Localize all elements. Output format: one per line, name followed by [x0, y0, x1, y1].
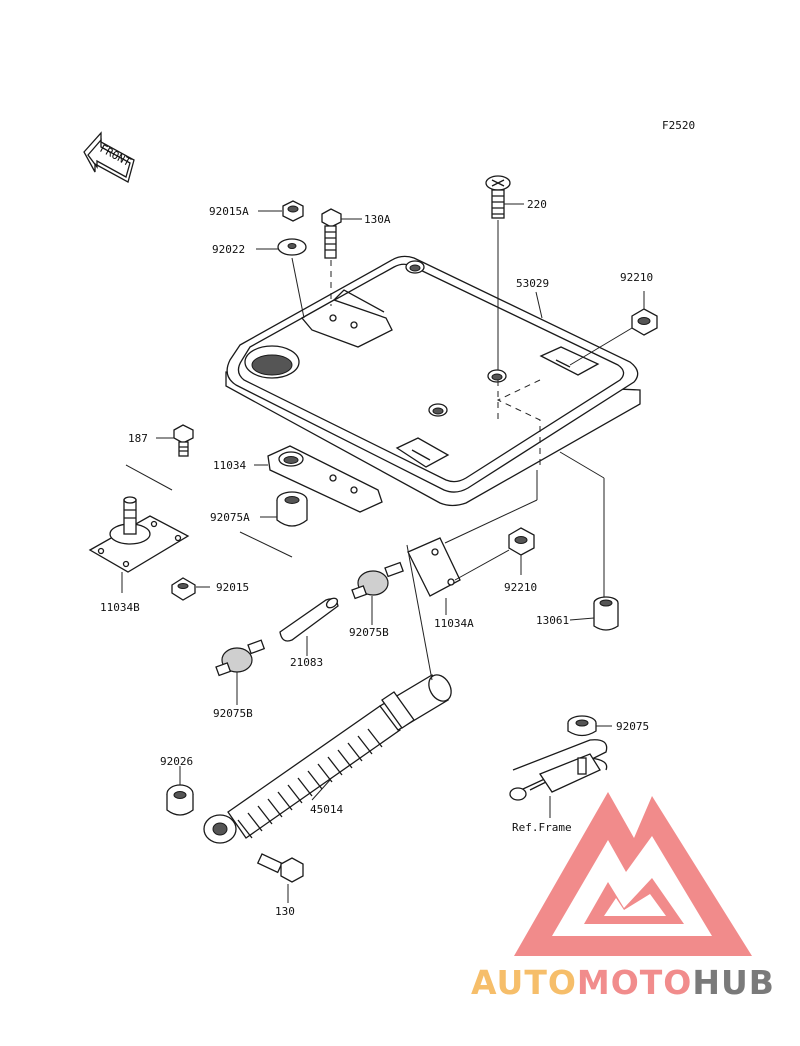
label-11034: 11034	[213, 459, 246, 472]
tube-21083	[279, 597, 339, 642]
rubber-92075B-mid	[351, 561, 404, 600]
front-arrow-icon: FRONT	[83, 131, 135, 183]
ref-frame-drawing	[509, 739, 608, 818]
watermark-wordmark: AUTOMOTOHUB	[471, 963, 775, 1002]
label-92075: 92075	[616, 720, 649, 733]
label-53029: 53029	[516, 277, 549, 290]
bolt-187	[173, 424, 194, 457]
watermark-logo-icon	[514, 792, 752, 956]
watermark-moto: MOTO	[577, 963, 692, 1002]
label-130A: 130A	[364, 213, 391, 226]
figure-code: F2520	[662, 119, 695, 132]
nut-92210-mid	[454, 527, 535, 581]
label-92015: 92015	[216, 581, 249, 594]
bolt-130	[256, 853, 304, 883]
watermark-hub: HUB	[692, 963, 775, 1002]
bracket-11034A	[407, 499, 538, 597]
label-11034A: 11034A	[434, 617, 474, 630]
shock-absorber-45014	[203, 544, 452, 844]
nut-92015A	[282, 200, 304, 222]
watermark-auto: AUTO	[471, 963, 577, 1002]
label-220: 220	[527, 198, 547, 211]
nut-92015	[171, 577, 196, 601]
label-11034B: 11034B	[100, 601, 140, 614]
label-45014: 45014	[310, 803, 343, 816]
label-13061: 13061	[536, 614, 569, 627]
bolt-130A	[321, 208, 342, 306]
rubber-92075A	[276, 491, 308, 527]
bolt-220	[485, 175, 511, 420]
label-21083: 21083	[290, 656, 323, 669]
label-92022: 92022	[212, 243, 245, 256]
label-92210-mid: 92210	[504, 581, 537, 594]
washer-92022	[277, 238, 307, 256]
label-92015A: 92015A	[209, 205, 249, 218]
mount-11034B	[88, 496, 190, 573]
svg-text:AUTOMOTOHUB: AUTOMOTOHUB	[471, 963, 775, 1002]
label-92026: 92026	[160, 755, 193, 768]
label-130: 130	[275, 905, 295, 918]
label-187: 187	[128, 432, 148, 445]
label-92210-top: 92210	[620, 271, 653, 284]
rubber-92075B-low	[215, 639, 266, 677]
bracket-11034	[267, 445, 383, 513]
label-92075B-mid: 92075B	[349, 626, 389, 639]
nut-92210-top	[569, 291, 658, 366]
plate-53029	[225, 255, 641, 507]
label-92075A: 92075A	[210, 511, 250, 524]
label-92075B-low: 92075B	[213, 707, 253, 720]
rubber-92026	[166, 784, 194, 816]
washer-92075	[567, 715, 597, 737]
collar-13061	[593, 596, 619, 631]
label-ref-frame: Ref.Frame	[512, 821, 572, 834]
